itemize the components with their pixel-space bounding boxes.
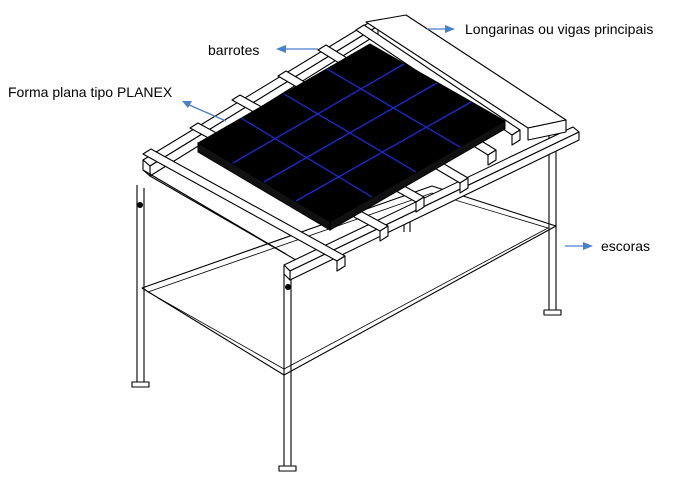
main-beam-right <box>283 126 580 281</box>
prop-front-right <box>278 270 297 472</box>
label-forma-text: Forma plana tipo PLANEX <box>8 84 173 100</box>
label-forma: Forma plana tipo PLANEX <box>8 84 227 122</box>
prop-front-left <box>131 185 150 388</box>
label-longarinas-text: Longarinas ou vigas principais <box>465 21 653 37</box>
label-longarinas: Longarinas ou vigas principais <box>427 21 653 37</box>
label-barrotes: barrotes <box>208 42 318 58</box>
main-beam-back <box>365 14 567 141</box>
label-escoras-text: escoras <box>601 238 650 254</box>
label-barrotes-text: barrotes <box>208 42 259 58</box>
label-escoras: escoras <box>565 238 650 254</box>
planex-panel <box>197 43 507 231</box>
